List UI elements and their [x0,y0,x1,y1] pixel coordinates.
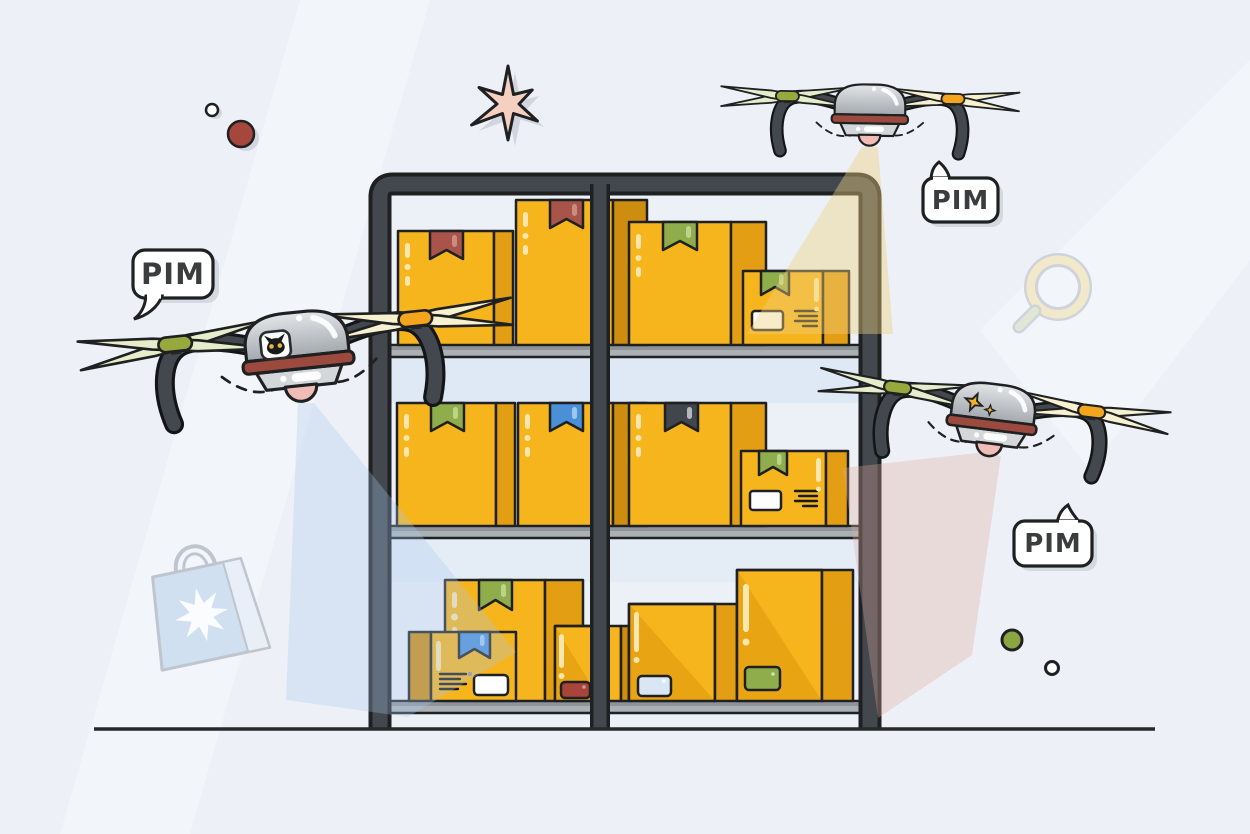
shelf-board-bottom [379,699,872,715]
speech-bubble-left: PIM [131,248,219,321]
box-bottom-green-tall [735,568,855,703]
barcode-icon [793,309,819,328]
cat-face-decal [258,329,293,361]
box-top-green-small [741,269,851,347]
shopping-bag-icon [151,544,272,672]
bag-star [175,588,228,642]
bubble-tail [133,294,165,321]
box-mid-green [395,401,517,528]
decor-dots-bottom-right [1000,628,1060,676]
label-blue [636,674,673,698]
shipping-label [750,309,785,332]
cat-eye [277,343,283,348]
starburst-icon [470,64,545,146]
shelf-frame [368,172,882,730]
bag-handle-inner [182,552,209,571]
bag-handle [173,544,218,573]
box-bottom-blue-front [407,630,518,703]
shelf-frame-bar [372,176,878,730]
white-dot [204,102,220,118]
magnifier-handle [1015,307,1039,331]
bubble-body [1012,519,1094,568]
green-dot [1000,628,1024,652]
bubble-text-top-right: PIM [932,186,990,216]
label-green [743,665,782,692]
red-dot [226,119,256,149]
barcode-icon [793,489,819,508]
white-dot [1044,660,1060,676]
scan-beam-blue [286,403,516,717]
bag-fold [221,557,272,654]
speech-bubble-mid-right: PIM [1012,502,1097,571]
shipping-label [748,489,783,512]
bubble-body [921,176,1000,224]
cat-eye [269,344,274,349]
shelf-board-top [379,343,872,359]
drone-left [76,289,521,434]
box-bottom-blue-label [627,602,739,703]
speech-bubble-top-right: PIM [921,160,1003,227]
bubble-body [131,248,215,300]
shelf-board-middle [379,524,872,540]
barcode-icon [438,672,468,691]
bubble-text-left: PIM [141,257,205,291]
background-streak [60,0,430,834]
label-red [559,680,592,700]
scan-beam-pink [843,452,1001,718]
shelf-interior-band [379,357,871,403]
box-mid-blue [516,401,649,528]
decor-dots-top-left [204,102,259,151]
magnifier-icon [1012,253,1092,334]
background-streak [980,60,1250,470]
box-top-red-tall [514,198,649,347]
scan-beam-yellow [747,147,893,334]
shipping-label [472,673,510,697]
shelf-unit [368,172,882,730]
bubble-text-mid-right: PIM [1024,529,1082,559]
cat-head [264,333,285,355]
box-mid-green-small [739,449,850,528]
